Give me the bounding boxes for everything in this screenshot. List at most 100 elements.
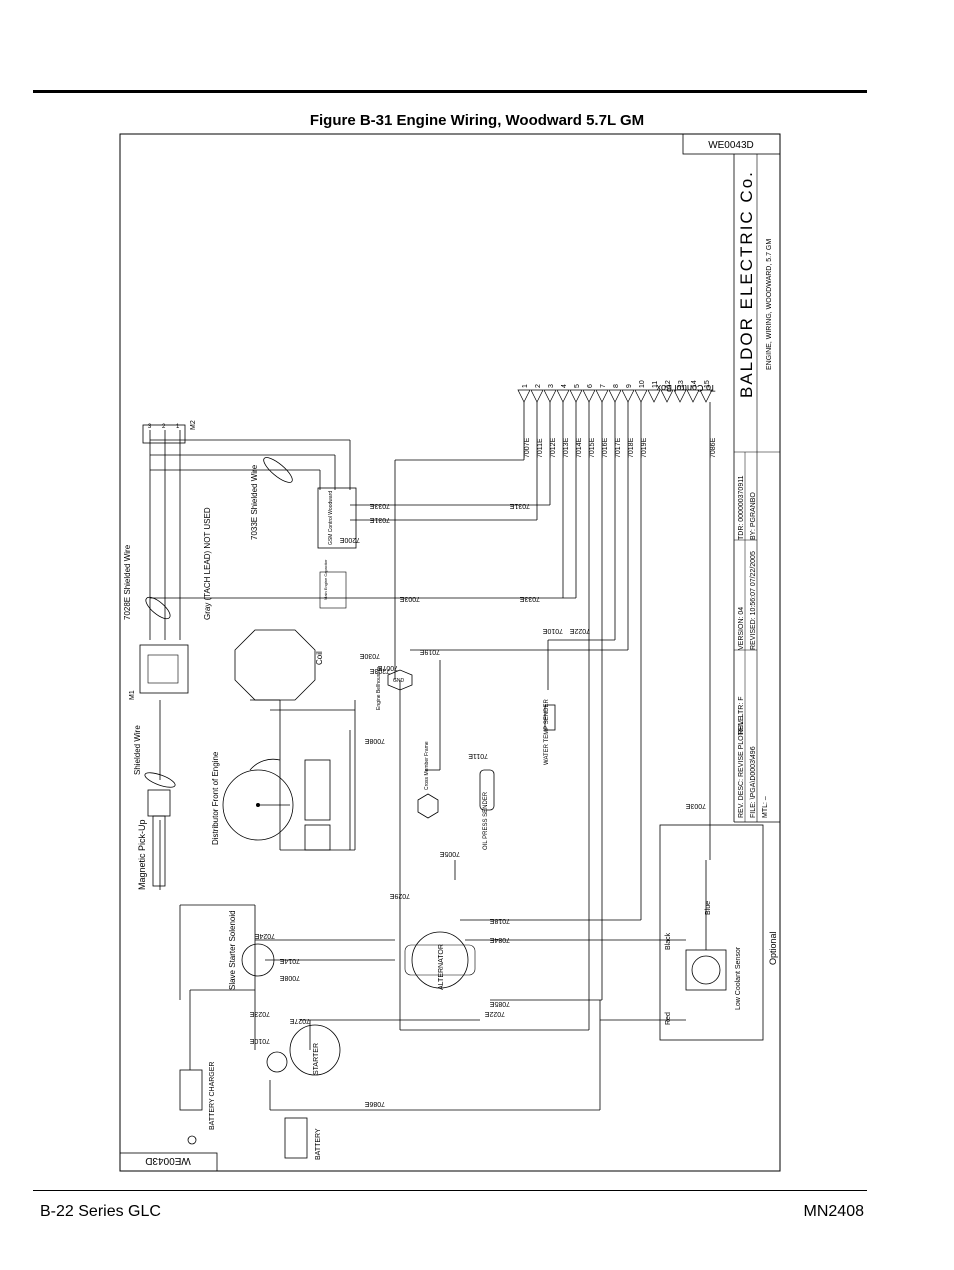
footer-right: MN2408 <box>803 1203 864 1220</box>
wire-label: 7033E <box>519 595 540 602</box>
terminal-label: 10 <box>639 380 646 388</box>
svg-text:BATTERY CHARGER: BATTERY CHARGER <box>209 1062 216 1130</box>
terminal-wires <box>149 402 711 1111</box>
svg-text:M2: M2 <box>190 420 197 430</box>
svg-text:WATER TEMP SENDER: WATER TEMP SENDER <box>544 699 550 765</box>
m1-connector: M1 <box>129 644 189 700</box>
svg-text:Red: Red <box>665 1012 672 1025</box>
slave-starter-solenoid: Slave Starter Solenoid <box>228 910 275 990</box>
drawing-number-box-top <box>682 133 781 155</box>
terminal-6 <box>582 389 596 403</box>
drawing-number-top: WE0043D <box>708 140 754 151</box>
title-block: BALDOR ELECTRIC Co. ENGINE, WIRING, WOOD… <box>733 154 780 823</box>
terminal-label: 3 <box>548 384 555 388</box>
company-name: BALDOR ELECTRIC Co. <box>737 170 756 398</box>
battery: BATTERY <box>284 1117 322 1160</box>
terminal-label: 13 <box>678 380 685 388</box>
terminal-label: 4 <box>561 384 568 388</box>
wire-label: 7031E <box>369 516 390 523</box>
revised-text: REVISED: 10:56:07 07/22/2005 <box>750 551 757 650</box>
gsm-control: GSM Control Woodward Main Engine Capacit… <box>317 487 357 609</box>
svg-text:M1: M1 <box>129 690 136 700</box>
terminal-11 <box>647 389 661 403</box>
terminal-10 <box>634 389 648 403</box>
terminal-label: 1 <box>522 384 529 388</box>
wire-labels: 7033E7031E7200E7003E7030E7203E7007E7019E… <box>249 502 706 1107</box>
to-control-box-label: To Control Box <box>656 383 716 393</box>
footer-left: B-22 Series GLC <box>40 1203 161 1220</box>
terminal-13 <box>673 389 687 403</box>
oil-press-sender: OIL PRESS SENDER <box>479 769 495 850</box>
wire-label: 7084E <box>489 936 510 943</box>
terminal-8 <box>608 389 622 403</box>
terminal-wire-label: 7017E <box>615 437 622 458</box>
wire-label: 7007E <box>377 664 398 671</box>
wire-label: 7011E <box>468 752 488 759</box>
terminal-15 <box>699 389 713 403</box>
terminal-wire-label: 7016E <box>602 437 609 458</box>
terminal-label: 8 <box>613 384 620 388</box>
terminal-wire-label: 7019E <box>641 437 648 458</box>
svg-text:3: 3 <box>148 424 152 430</box>
drawing-number-bottom: WE0043D <box>145 1155 191 1166</box>
wire-label: 7200E <box>339 536 360 543</box>
cross-member-ground: Cross Member Frame <box>417 741 439 819</box>
wire-label: 7030E <box>359 652 380 659</box>
wire-label: 7023E <box>249 1010 270 1017</box>
svg-text:Black: Black <box>665 932 672 950</box>
terminal-wire-label: 7018E <box>628 437 635 458</box>
header-rule <box>33 90 867 93</box>
terminal-wire-label: 7015E <box>589 437 596 458</box>
wire-label: 7024E <box>254 932 275 939</box>
terminal-label: 6 <box>587 384 594 388</box>
wire-label: 7031E <box>509 502 530 509</box>
wire-label: 7022E <box>484 1010 505 1017</box>
terminal-9 <box>621 389 635 403</box>
wire-label: 7010E <box>249 1037 270 1044</box>
version-text: VERSION: 04 <box>738 607 745 650</box>
wire-label: 7027E <box>289 1017 310 1024</box>
terminal-3 <box>543 389 557 403</box>
terminal-14 <box>686 389 700 403</box>
wire-label: 7005E <box>439 850 460 857</box>
svg-text:GSM Control Woodward: GSM Control Woodward <box>328 491 334 545</box>
wire-label: 7019E <box>419 648 440 655</box>
svg-text:OIL PRESS SENDER: OIL PRESS SENDER <box>483 791 489 850</box>
wire-label: 7086E <box>364 1100 385 1107</box>
svg-text:Distributor Front of Engine: Distributor Front of Engine <box>211 751 220 845</box>
terminal-wire-label: 7012E <box>550 437 557 458</box>
svg-text:GND: GND <box>393 678 405 684</box>
starter: STARTER <box>266 1024 341 1076</box>
battery-charger: BATTERY CHARGER <box>179 1062 216 1145</box>
svg-text:1: 1 <box>176 424 180 430</box>
wire-label: 7008E <box>279 974 300 981</box>
terminal-label: 9 <box>626 384 633 388</box>
wire-label: 7008E <box>364 737 385 744</box>
svg-text:BATTERY: BATTERY <box>315 1128 322 1160</box>
terminal-wire-label: 7011E <box>537 438 544 458</box>
svg-text:Slave Starter Solenoid: Slave Starter Solenoid <box>228 910 237 990</box>
drawing-description: ENGINE, WIRING, WOODWARD, 5.7 GM <box>766 239 773 370</box>
wire-label: 7014E <box>279 957 300 964</box>
optional-low-coolant: Optional Low Coolant Sensor Blue Black R… <box>659 824 778 1041</box>
svg-text:Magnetic Pick-Up: Magnetic Pick-Up <box>137 819 147 890</box>
terminal-wire-label: 7014E <box>576 437 583 458</box>
svg-text:Cross Member Frame: Cross Member Frame <box>424 741 430 790</box>
coil: Coil Gray (TACH LEAD) NOT USED <box>203 507 324 701</box>
svg-text:Engine Bellhousing: Engine Bellhousing <box>376 667 382 710</box>
terminal-label: 11 <box>652 381 659 388</box>
terminal-5 <box>569 389 583 403</box>
by-text: BY: PGRANBO <box>750 492 757 540</box>
shield-ellipses <box>144 457 293 788</box>
drawing-number-box-bottom <box>119 1152 218 1172</box>
terminal-wire-label: 7007E <box>524 437 531 458</box>
tdr-text: TDR: 000000370911 <box>738 475 745 540</box>
terminal-label: 2 <box>535 384 542 388</box>
svg-text:Main Engine Capacitor: Main Engine Capacitor <box>323 559 328 600</box>
svg-text:ALTERNATOR: ALTERNATOR <box>438 944 445 990</box>
rev-ltr-text: REV. LTR: F <box>738 696 745 735</box>
figure-title: Figure B-31 Engine Wiring, Woodward 5.7L… <box>309 112 645 129</box>
wire-label: 7003E <box>399 595 420 602</box>
svg-text:Shielded Wire: Shielded Wire <box>133 725 142 775</box>
